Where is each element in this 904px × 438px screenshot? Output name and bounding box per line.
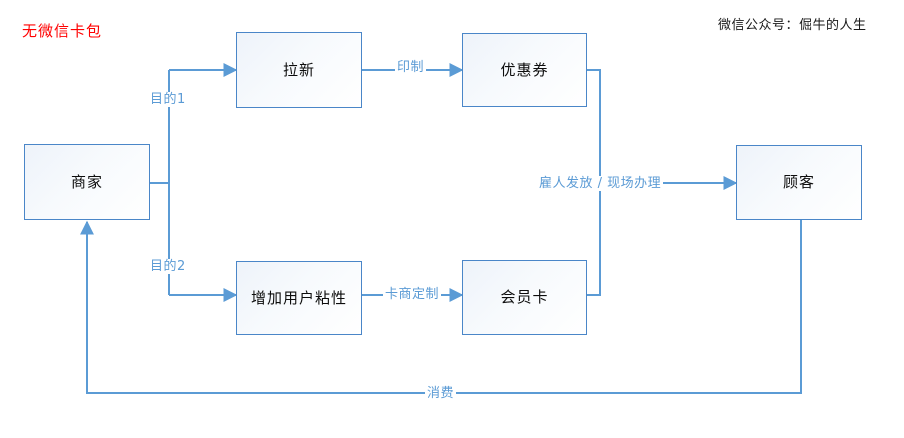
edge-label-custom: 卡商定制	[383, 287, 442, 302]
node-membercard-label: 会员卡	[500, 288, 549, 306]
node-acquire[interactable]: 拉新	[236, 32, 362, 108]
node-coupon-label: 优惠券	[500, 60, 549, 79]
node-acquire-label: 拉新	[282, 60, 315, 79]
edge-label-consume: 消费	[425, 386, 457, 401]
edge-label-purpose2: 目的2	[148, 259, 188, 274]
node-customer-label: 顾客	[782, 173, 815, 191]
edge-membercard-merge	[587, 183, 601, 296]
edge-label-print: 印制	[395, 60, 427, 75]
node-merchant[interactable]: 商家	[24, 144, 150, 220]
node-coupon[interactable]: 优惠券	[462, 33, 587, 107]
edge-customer-merchant-return	[80, 220, 802, 394]
edge-label-deliver: 雇人发放 / 现场办理	[537, 176, 664, 191]
node-stickiness[interactable]: 增加用户粘性	[236, 261, 362, 335]
node-merchant-label: 商家	[70, 172, 103, 191]
edge-coupon-merge	[587, 69, 601, 183]
edge-label-purpose1: 目的1	[148, 92, 188, 107]
watermark-wechat-account: 微信公众号：倔牛的人生	[718, 18, 867, 33]
node-membercard[interactable]: 会员卡	[462, 260, 587, 335]
node-stickiness-label: 增加用户粘性	[250, 288, 347, 307]
node-customer[interactable]: 顾客	[736, 145, 862, 220]
note-no-wechat-card-package: 无微信卡包	[22, 22, 103, 40]
